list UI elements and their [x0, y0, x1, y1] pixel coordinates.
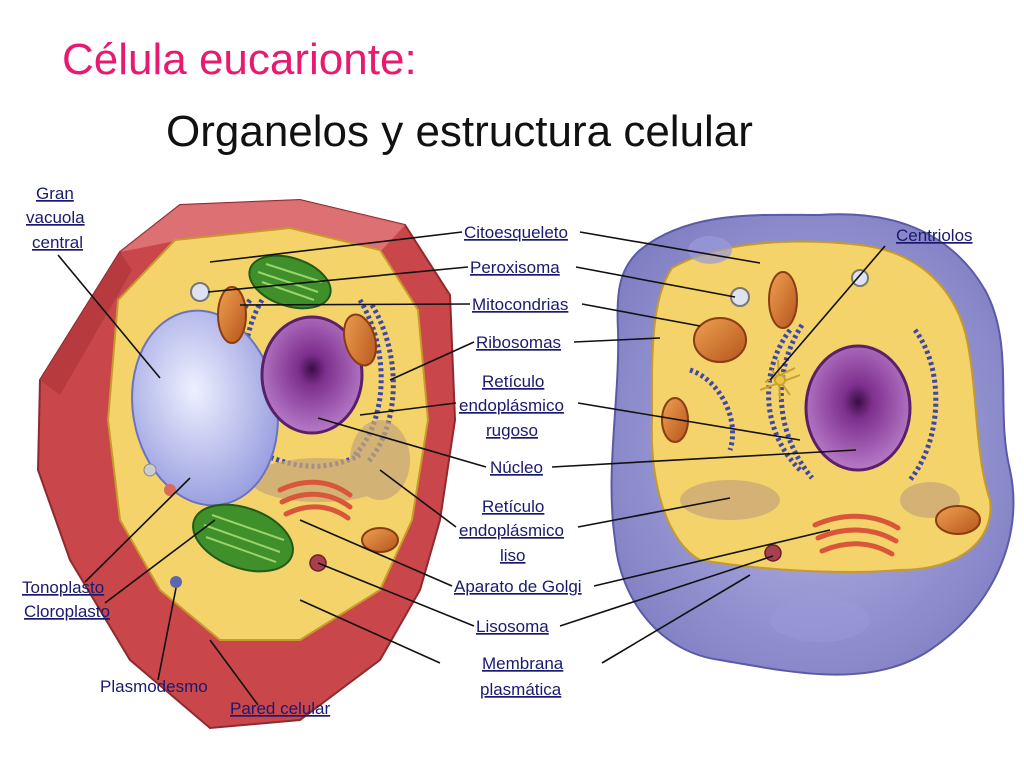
- label-citoesqueleto: Citoesqueleto: [464, 223, 568, 242]
- label-gran-vacuola-3: central: [32, 233, 83, 252]
- label-golgi: Aparato de Golgi: [454, 577, 582, 596]
- plant-golgi: [277, 479, 353, 521]
- animal-mitochondrion: [935, 505, 981, 535]
- label-reticulo-rugoso-3: rugoso: [486, 421, 538, 440]
- plant-mitochondrion: [361, 527, 399, 553]
- animal-golgi: [812, 513, 901, 557]
- label-gran-vacuola-1: Gran: [36, 184, 74, 203]
- label-lisosoma: Lisosoma: [476, 617, 549, 636]
- label-membrana-2: plasmática: [480, 680, 562, 699]
- cell-diagram: Gran vacuola central Citoesqueleto Perox…: [22, 184, 1015, 730]
- label-reticulo-rugoso-1: Retículo: [482, 372, 544, 391]
- label-plasmodesmo: Plasmodesmo: [100, 677, 208, 696]
- plant-mitochondrion: [217, 286, 247, 344]
- animal-mitochondrion: [768, 271, 798, 329]
- label-reticulo-rugoso-2: endoplásmico: [459, 396, 564, 415]
- animal-mitochondrion: [693, 317, 747, 363]
- animal-centrioles: [759, 359, 801, 401]
- animal-cell: [610, 213, 1015, 676]
- animal-rough-er: [689, 323, 939, 482]
- animal-mitochondrion: [661, 397, 689, 443]
- label-tonoplasto: Tonoplasto: [22, 578, 104, 597]
- label-centriolos: Centriolos: [896, 226, 973, 245]
- plant-smooth-er: [250, 420, 410, 502]
- plant-mitochondrion: [343, 313, 377, 367]
- plant-plasmodesma: [170, 576, 182, 588]
- slide-subtitle: Organelos y estructura celular: [166, 107, 753, 156]
- label-pared-celular: Pared celular: [230, 699, 331, 718]
- plant-nucleus: [260, 315, 364, 435]
- label-reticulo-liso-2: endoplásmico: [459, 521, 564, 540]
- animal-nucleus: [804, 344, 912, 472]
- plant-peroxisome: [190, 282, 210, 302]
- slide-title: Célula eucarionte:: [62, 35, 417, 84]
- label-peroxisoma: Peroxisoma: [470, 258, 560, 277]
- leader-lines: [57, 231, 886, 706]
- plant-cell: [36, 198, 457, 730]
- label-gran-vacuola-2: vacuola: [26, 208, 85, 227]
- label-membrana-1: Membrana: [482, 654, 564, 673]
- label-reticulo-liso-1: Retículo: [482, 497, 544, 516]
- label-mitocondrias: Mitocondrias: [472, 295, 568, 314]
- plant-chloroplast-bottom: [192, 503, 294, 573]
- label-ribosomas: Ribosomas: [476, 333, 561, 352]
- label-nucleo: Núcleo: [490, 458, 543, 477]
- label-cloroplasto: Cloroplasto: [24, 602, 110, 621]
- label-reticulo-liso-3: liso: [500, 546, 526, 565]
